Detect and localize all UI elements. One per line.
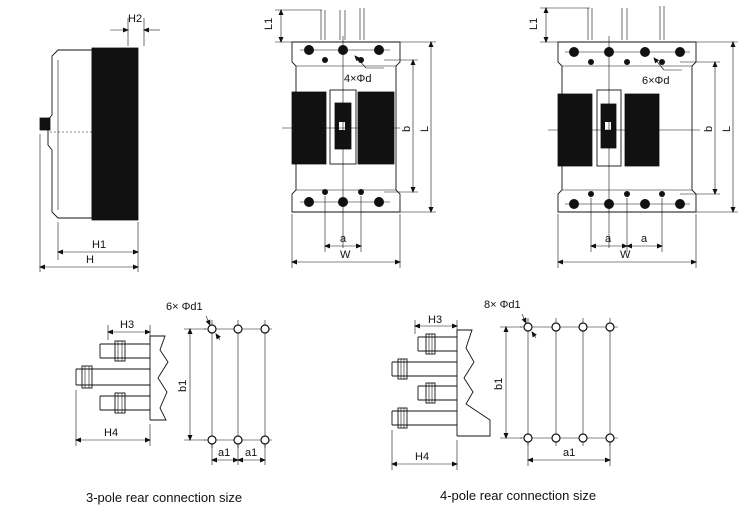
stud-4 xyxy=(391,407,457,429)
front-view-3pole: 4×Φd L1 b L a W xyxy=(263,8,436,268)
rear-4pole: H3 xyxy=(391,299,618,503)
stud-2 xyxy=(391,358,457,380)
l1-3pole-label: L1 xyxy=(263,18,275,30)
front-view-4pole: 6×Φd L1 b L a a W xyxy=(528,6,738,268)
stud-3 xyxy=(417,382,457,404)
h4-4pole-label: H4 xyxy=(415,451,429,463)
a-3pole-label: a xyxy=(340,233,347,245)
h1-label: H1 xyxy=(92,239,106,251)
b1-4pole-label: b1 xyxy=(493,378,505,390)
h3-3pole-label: H3 xyxy=(120,319,134,331)
b-4pole-label: b xyxy=(703,126,715,132)
holes-3pole-label: 4×Φd xyxy=(344,73,371,85)
b-3pole-label: b xyxy=(401,126,413,132)
caption-4pole: 4-pole rear connection size xyxy=(440,488,596,503)
rear-3pole: H3 xyxy=(75,301,272,505)
side-view: H2 H1 H xyxy=(39,13,160,272)
a1-4pole-label: a1 xyxy=(563,447,575,459)
b1-3pole-label: b1 xyxy=(177,380,189,392)
holes-rear-4pole-label: 8× Φd1 xyxy=(484,299,521,311)
a-right-4pole-label: a xyxy=(641,233,648,245)
stud-1 xyxy=(417,333,457,355)
w-4pole-label: W xyxy=(620,249,631,261)
stud-bottom xyxy=(99,392,150,414)
holes-4pole-label: 6×Φd xyxy=(642,75,669,87)
l1-4pole-label: L1 xyxy=(528,18,540,30)
stud-middle xyxy=(75,365,150,389)
h-label: H xyxy=(86,254,94,266)
stud-top xyxy=(99,340,150,362)
a1-right-3pole-label: a1 xyxy=(245,447,257,459)
h3-4pole-label: H3 xyxy=(428,314,442,326)
h4-3pole-label: H4 xyxy=(104,427,118,439)
l-3pole-label: L xyxy=(419,126,431,132)
holes-rear-3pole-label: 6× Φd1 xyxy=(166,301,203,313)
caption-3pole: 3-pole rear connection size xyxy=(86,490,242,505)
w-3pole-label: W xyxy=(340,249,351,261)
a-left-4pole-label: a xyxy=(605,233,612,245)
h2-label: H2 xyxy=(128,13,142,25)
l-4pole-label: L xyxy=(721,126,733,132)
a1-left-3pole-label: a1 xyxy=(218,447,230,459)
